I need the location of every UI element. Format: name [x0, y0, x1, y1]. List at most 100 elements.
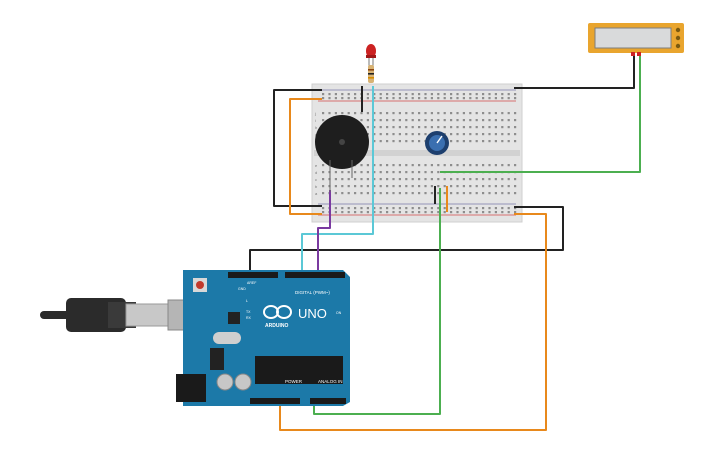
breadboard-hole[interactable]	[488, 119, 491, 122]
breadboard-hole[interactable]	[443, 126, 446, 129]
breadboard-hole[interactable]	[354, 211, 357, 214]
breadboard-hole[interactable]	[462, 97, 465, 100]
breadboard-hole[interactable]	[418, 97, 421, 100]
breadboard-hole[interactable]	[379, 211, 382, 214]
breadboard-hole[interactable]	[347, 178, 350, 181]
breadboard-hole[interactable]	[411, 140, 414, 143]
breadboard-hole[interactable]	[469, 93, 472, 96]
breadboard-hole[interactable]	[379, 207, 382, 210]
breadboard-hole[interactable]	[379, 192, 382, 195]
breadboard-hole[interactable]	[475, 178, 478, 181]
breadboard-hole[interactable]	[373, 97, 376, 100]
breadboard-hole[interactable]	[379, 112, 382, 115]
breadboard-hole[interactable]	[354, 93, 357, 96]
breadboard-hole[interactable]	[469, 178, 472, 181]
breadboard-hole[interactable]	[437, 126, 440, 129]
breadboard-hole[interactable]	[501, 178, 504, 181]
led-icon[interactable]	[366, 44, 376, 66]
breadboard-hole[interactable]	[462, 126, 465, 129]
breadboard-hole[interactable]	[334, 97, 337, 100]
breadboard-hole[interactable]	[469, 164, 472, 167]
breadboard-hole[interactable]	[443, 119, 446, 122]
breadboard-hole[interactable]	[411, 185, 414, 188]
breadboard-hole[interactable]	[450, 192, 453, 195]
breadboard-hole[interactable]	[430, 112, 433, 115]
breadboard-hole[interactable]	[398, 185, 401, 188]
breadboard-hole[interactable]	[488, 112, 491, 115]
breadboard-hole[interactable]	[379, 140, 382, 143]
breadboard-hole[interactable]	[366, 119, 369, 122]
breadboard-hole[interactable]	[437, 171, 440, 174]
breadboard-hole[interactable]	[341, 97, 344, 100]
breadboard-hole[interactable]	[501, 207, 504, 210]
breadboard-hole[interactable]	[456, 207, 459, 210]
breadboard-hole[interactable]	[514, 140, 517, 143]
breadboard-hole[interactable]	[450, 178, 453, 181]
breadboard-hole[interactable]	[341, 112, 344, 115]
breadboard-hole[interactable]	[366, 185, 369, 188]
breadboard-hole[interactable]	[392, 185, 395, 188]
breadboard-hole[interactable]	[392, 178, 395, 181]
breadboard-hole[interactable]	[392, 112, 395, 115]
breadboard-hole[interactable]	[379, 93, 382, 96]
piezo-buzzer-icon[interactable]	[315, 115, 369, 192]
breadboard-hole[interactable]	[475, 140, 478, 143]
breadboard-hole[interactable]	[494, 112, 497, 115]
breadboard-hole[interactable]	[475, 192, 478, 195]
breadboard-hole[interactable]	[475, 133, 478, 136]
breadboard-hole[interactable]	[488, 133, 491, 136]
breadboard-hole[interactable]	[386, 112, 389, 115]
breadboard-hole[interactable]	[507, 178, 510, 181]
breadboard-hole[interactable]	[347, 97, 350, 100]
breadboard-hole[interactable]	[398, 93, 401, 96]
breadboard-hole[interactable]	[494, 93, 497, 96]
breadboard-hole[interactable]	[514, 93, 517, 96]
breadboard-hole[interactable]	[507, 112, 510, 115]
breadboard-hole[interactable]	[462, 119, 465, 122]
breadboard-hole[interactable]	[360, 207, 363, 210]
breadboard-hole[interactable]	[501, 93, 504, 96]
breadboard-hole[interactable]	[437, 97, 440, 100]
breadboard-hole[interactable]	[482, 211, 485, 214]
wire-black-left[interactable]	[273, 89, 322, 207]
breadboard-hole[interactable]	[373, 140, 376, 143]
breadboard-hole[interactable]	[398, 192, 401, 195]
breadboard-hole[interactable]	[482, 140, 485, 143]
breadboard-hole[interactable]	[379, 185, 382, 188]
breadboard-hole[interactable]	[411, 119, 414, 122]
breadboard-hole[interactable]	[322, 97, 325, 100]
breadboard-hole[interactable]	[418, 164, 421, 167]
breadboard-hole[interactable]	[373, 185, 376, 188]
breadboard-hole[interactable]	[475, 207, 478, 210]
breadboard-hole[interactable]	[418, 126, 421, 129]
breadboard-hole[interactable]	[462, 211, 465, 214]
breadboard-hole[interactable]	[475, 97, 478, 100]
breadboard-hole[interactable]	[386, 126, 389, 129]
breadboard-hole[interactable]	[501, 119, 504, 122]
breadboard-hole[interactable]	[405, 112, 408, 115]
breadboard-hole[interactable]	[411, 112, 414, 115]
breadboard-hole[interactable]	[341, 192, 344, 195]
breadboard-hole[interactable]	[507, 97, 510, 100]
breadboard-hole[interactable]	[462, 112, 465, 115]
breadboard-hole[interactable]	[341, 171, 344, 174]
breadboard-hole[interactable]	[507, 126, 510, 129]
breadboard-hole[interactable]	[386, 164, 389, 167]
breadboard-hole[interactable]	[443, 93, 446, 96]
breadboard-hole[interactable]	[430, 126, 433, 129]
breadboard-hole[interactable]	[411, 171, 414, 174]
breadboard-hole[interactable]	[360, 171, 363, 174]
breadboard-hole[interactable]	[494, 97, 497, 100]
breadboard-hole[interactable]	[405, 97, 408, 100]
breadboard-hole[interactable]	[392, 171, 395, 174]
breadboard-hole[interactable]	[514, 211, 517, 214]
breadboard-hole[interactable]	[501, 164, 504, 167]
breadboard-hole[interactable]	[366, 171, 369, 174]
breadboard-hole[interactable]	[475, 119, 478, 122]
breadboard-hole[interactable]	[488, 207, 491, 210]
breadboard-hole[interactable]	[430, 207, 433, 210]
breadboard-hole[interactable]	[354, 192, 357, 195]
lcd-display-icon[interactable]	[588, 23, 684, 56]
breadboard-hole[interactable]	[398, 112, 401, 115]
breadboard-hole[interactable]	[482, 178, 485, 181]
